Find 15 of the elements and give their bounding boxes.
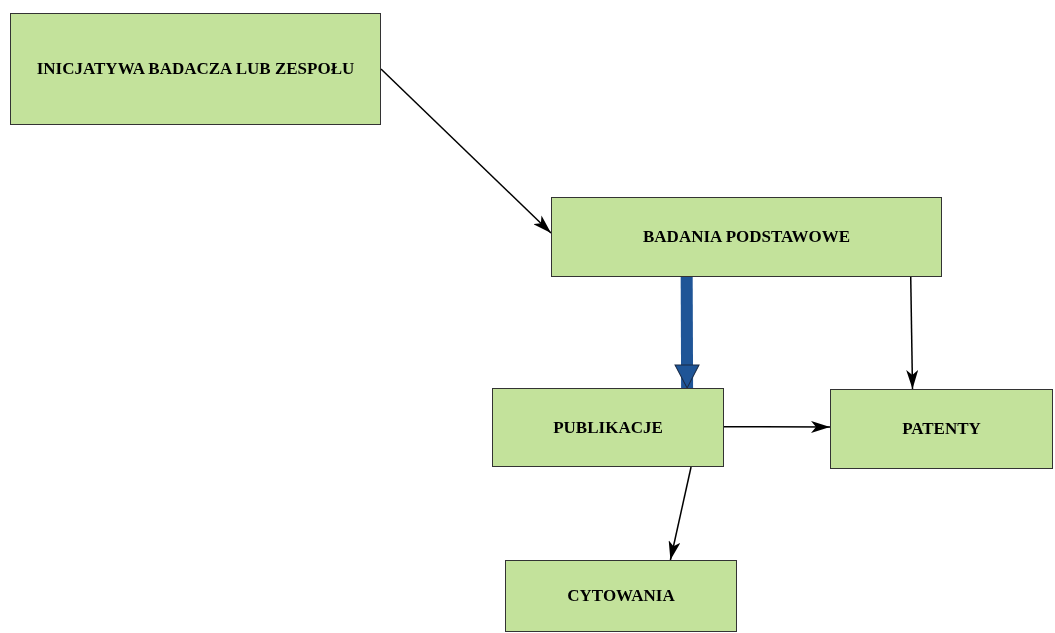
box-label: PATENTY	[902, 418, 981, 440]
arrow	[380, 68, 552, 234]
block-arrow	[674, 276, 700, 389]
box-label: CYTOWANIA	[567, 585, 675, 607]
arrow	[723, 420, 831, 433]
box-label: INICJATYWA BADACZA LUB ZESPOŁU	[36, 58, 355, 80]
box-label: PUBLIKACJE	[553, 416, 663, 439]
process-box	[10, 13, 381, 125]
arrow	[906, 276, 919, 390]
box-label: BADANIA PODSTAWOWE	[643, 226, 850, 248]
process-box	[551, 197, 942, 277]
process-box	[505, 560, 737, 632]
process-box	[830, 389, 1053, 469]
arrow	[668, 466, 692, 561]
process-box	[492, 388, 724, 467]
